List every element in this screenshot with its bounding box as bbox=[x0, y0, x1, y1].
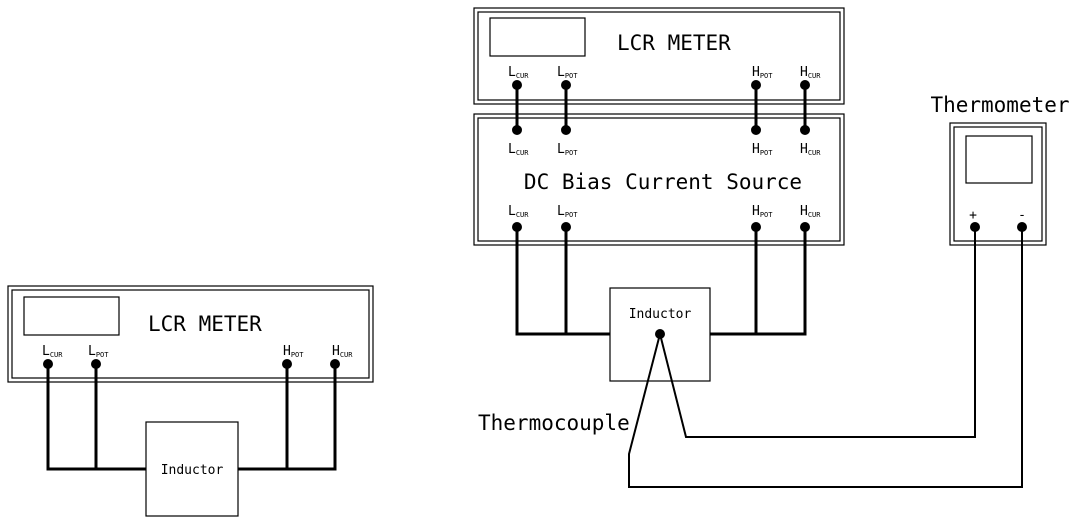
dc-bias-title: DC Bias Current Source bbox=[524, 170, 802, 194]
thermometer-plus-terminal bbox=[970, 222, 980, 232]
left-terminal-lcur bbox=[43, 359, 53, 369]
left-terminal-hpot-label: HPOT bbox=[283, 344, 304, 359]
thermometer-minus-terminal bbox=[1017, 222, 1027, 232]
bias-bottom-terminal-hcur-label: HCUR bbox=[800, 204, 821, 219]
left-lcr-display bbox=[23, 296, 120, 336]
right-meter-terminal-hpot-label: HPOT bbox=[752, 65, 773, 80]
bias-bottom-terminal-lcur bbox=[512, 222, 522, 232]
bias-top-terminal-lcur bbox=[512, 125, 522, 135]
right-inductor-label: Inductor bbox=[629, 307, 692, 322]
left-inductor-box bbox=[145, 421, 239, 517]
left-wire-hcur bbox=[238, 364, 337, 471]
left-inductor: Inductor bbox=[145, 421, 239, 517]
right-terminal-dots bbox=[512, 80, 1027, 339]
thermometer-title: Thermometer bbox=[930, 93, 1069, 117]
dc-bias-current-source: LCUR LPOT HPOT HCUR DC Bias Current Sour… bbox=[473, 113, 845, 246]
right-meter-terminal-lcur-label: LCUR bbox=[508, 65, 529, 80]
right-meter-terminal-lcur bbox=[512, 80, 522, 90]
bias-top-terminal-hpot-label: HPOT bbox=[752, 142, 773, 157]
bias-to-inductor-wires bbox=[515, 227, 807, 336]
right-meter-terminal-hcur-label: HCUR bbox=[800, 65, 821, 80]
left-terminal-lpot-label: LPOT bbox=[88, 344, 109, 359]
right-lcr-meter: LCR METER LCUR LPOT HPOT HCUR bbox=[473, 7, 845, 105]
bias-top-terminal-lpot bbox=[561, 125, 571, 135]
bias-bottom-terminal-lcur-label: LCUR bbox=[508, 204, 529, 219]
thermocouple-wire-plus bbox=[659, 227, 976, 438]
thermocouple-junction bbox=[655, 329, 665, 339]
right-meter-terminal-hcur bbox=[800, 80, 810, 90]
thermometer-minus-label: - bbox=[1018, 208, 1026, 223]
left-wire-lcur bbox=[46, 364, 146, 471]
bias-bottom-terminal-hpot-label: HPOT bbox=[752, 204, 773, 219]
bias-bottom-terminal-lpot-label: LPOT bbox=[557, 204, 578, 219]
left-lcr-meter: LCR METER LCUR LPOT HPOT HCUR bbox=[7, 285, 374, 383]
bias-top-terminal-lpot-label: LPOT bbox=[557, 142, 578, 157]
left-wires bbox=[46, 364, 337, 471]
bias-bottom-terminal-hpot bbox=[751, 222, 761, 232]
left-terminal-hcur-label: HCUR bbox=[332, 344, 353, 359]
left-inductor-label: Inductor bbox=[161, 463, 224, 478]
left-terminal-lpot bbox=[91, 359, 101, 369]
left-terminal-hcur bbox=[330, 359, 340, 369]
bias-top-terminal-hcur-label: HCUR bbox=[800, 142, 821, 157]
bias-bottom-terminal-lpot bbox=[561, 222, 571, 232]
bias-bottom-terminal-hcur bbox=[800, 222, 810, 232]
bias-wire-hcur bbox=[710, 227, 807, 336]
thermocouple-label: Thermocouple bbox=[478, 411, 630, 435]
thermometer-plus-label: + bbox=[969, 208, 977, 223]
dc-bias-inner bbox=[477, 117, 841, 242]
right-meter-terminal-lpot bbox=[561, 80, 571, 90]
meter-to-bias-wires bbox=[515, 85, 807, 130]
right-meter-terminal-lpot-label: LPOT bbox=[557, 65, 578, 80]
thermometer-display bbox=[965, 135, 1033, 184]
bias-top-terminal-lcur-label: LCUR bbox=[508, 142, 529, 157]
left-lcr-meter-title: LCR METER bbox=[148, 312, 262, 336]
right-lcr-display bbox=[489, 17, 586, 57]
thermocouple-wires bbox=[628, 227, 1023, 488]
bias-wire-lcur bbox=[515, 227, 610, 336]
left-terminal-dots bbox=[43, 359, 340, 369]
thermocouple-wire-minus bbox=[628, 227, 1023, 488]
right-meter-terminal-hpot bbox=[751, 80, 761, 90]
thermometer: Thermometer + - bbox=[930, 93, 1070, 246]
bias-top-terminal-hpot bbox=[751, 125, 761, 135]
left-terminal-hpot bbox=[282, 359, 292, 369]
left-terminal-lcur-label: LCUR bbox=[42, 344, 63, 359]
right-lcr-meter-title: LCR METER bbox=[617, 31, 731, 55]
bias-top-terminal-hcur bbox=[800, 125, 810, 135]
